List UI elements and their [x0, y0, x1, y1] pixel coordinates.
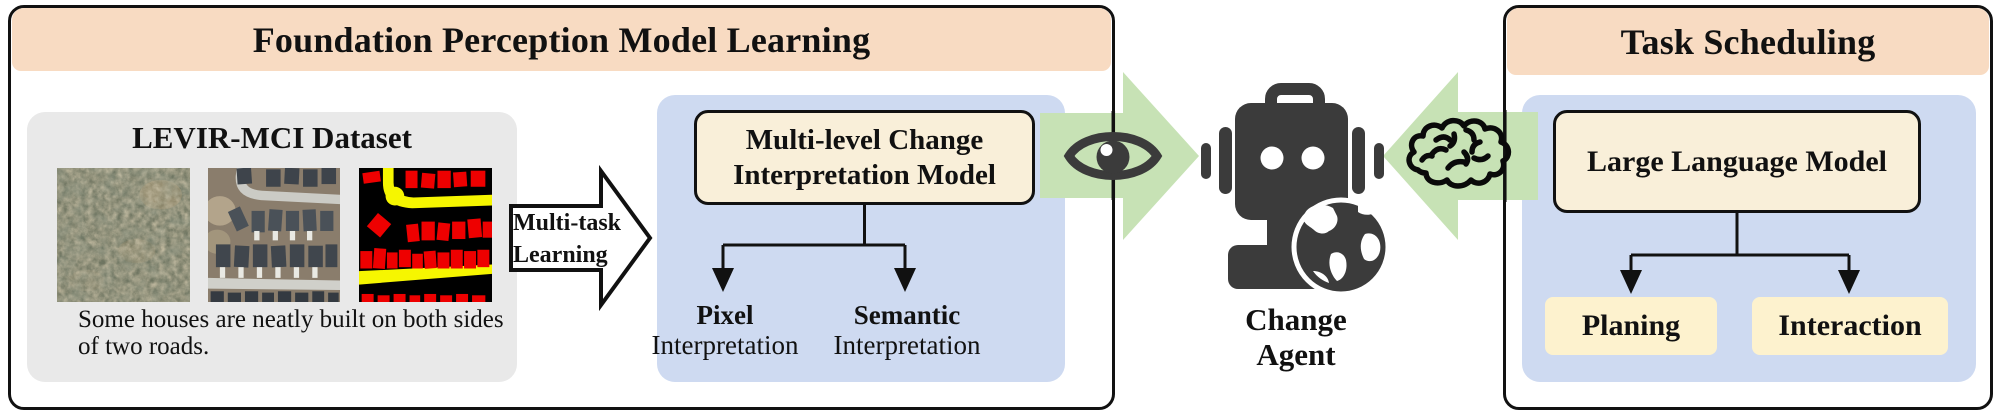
multi-task-line2: Learning: [513, 242, 608, 268]
task-scheduling-title: Task Scheduling: [1620, 21, 1876, 62]
eye-icon: [1063, 132, 1163, 180]
semantic-label: Semantic: [853, 300, 961, 330]
foundation-perception-title: Foundation Perception Model Learning: [252, 19, 871, 60]
change-agent-line2: Agent: [1256, 337, 1336, 372]
semantic-interpretation-label: Semantic Interpretation: [818, 300, 996, 360]
aerial-image-before: [57, 168, 190, 302]
pixel-arrowhead: [712, 268, 734, 292]
large-language-model-box: Large Language Model: [1553, 110, 1921, 213]
model-label-line1: Multi-level Change: [745, 123, 984, 156]
planing-box: Planing: [1545, 297, 1717, 355]
robot-icon: [1201, 83, 1391, 297]
robot-head-icon: [1235, 103, 1348, 220]
model-label-line2: Interpretation Model: [733, 158, 996, 191]
aerial-image-before-svg: [57, 168, 190, 302]
llm-label: Large Language Model: [1587, 144, 1887, 178]
aerial-image-after: [208, 168, 340, 302]
task-scheduling-header: Task Scheduling: [1507, 8, 1989, 75]
multi-task-block-arrow: [509, 164, 653, 312]
interaction-label: Interaction: [1778, 309, 1922, 342]
robot-ear-right-icon: [1352, 127, 1365, 194]
foundation-perception-header: Foundation Perception Model Learning: [12, 8, 1111, 71]
scheduling-tree-connector: [1629, 213, 1851, 272]
levir-mci-dataset-title: LEVIR-MCI Dataset: [132, 120, 412, 155]
change-agent-line1: Change: [1245, 302, 1347, 337]
change-mask-svg: [359, 168, 492, 302]
multi-task-learning-label: Multi-task Learning: [513, 207, 653, 271]
brain-icon: [1406, 117, 1512, 189]
pixel-label: Pixel: [696, 300, 754, 330]
interpretation-tree-connector: [721, 205, 907, 270]
planing-label: Planing: [1581, 309, 1681, 342]
robot-ear-left-icon: [1219, 127, 1232, 194]
globe-icon: [1291, 197, 1391, 297]
scheduling-green-arrow: [1383, 72, 1538, 240]
multi-level-change-model-box: Multi-level Change Interpretation Model: [694, 110, 1035, 205]
planing-arrowhead: [1620, 270, 1642, 294]
interaction-arrowhead: [1838, 270, 1860, 294]
semantic-arrowhead: [894, 268, 916, 292]
interaction-box: Interaction: [1752, 297, 1948, 355]
change-mask-image: [359, 168, 492, 302]
semantic-sub-label: Interpretation: [833, 330, 981, 360]
change-agent-label: Change Agent: [1196, 302, 1396, 372]
multi-task-line1: Multi-task: [513, 210, 621, 236]
dataset-caption: Some houses are neatly built on both sid…: [78, 306, 504, 360]
aerial-image-after-svg: [208, 168, 340, 302]
pixel-sub-label: Interpretation: [651, 330, 799, 360]
pixel-interpretation-label: Pixel Interpretation: [638, 300, 812, 360]
